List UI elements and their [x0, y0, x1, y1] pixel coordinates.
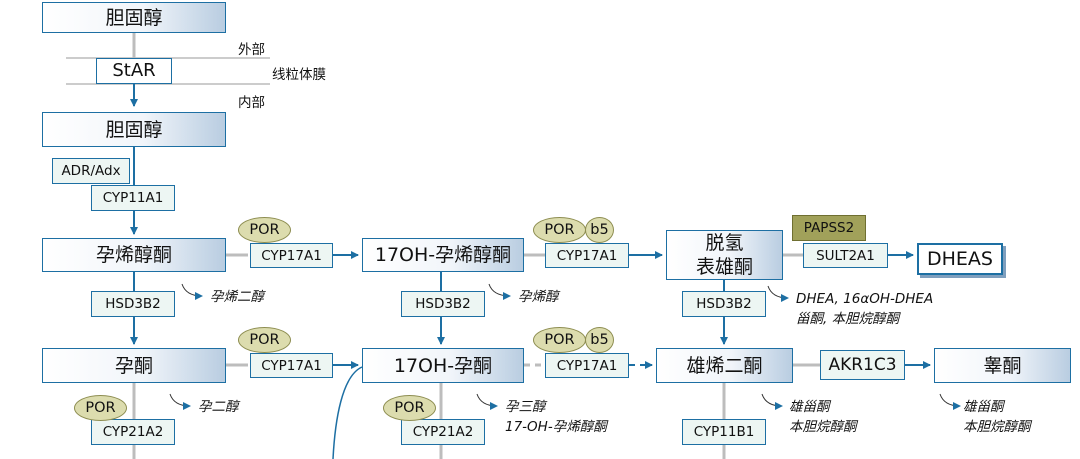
- androstenedione-node: 雄烯二酮: [656, 348, 793, 383]
- cyp21a2-label-1: CYP21A2: [102, 424, 164, 440]
- hsd3b2-label-2: HSD3B2: [415, 296, 471, 312]
- note-pregnanetriol: 孕三醇 17-OH-孕烯醇酮: [505, 399, 607, 435]
- akr1c3-box: AKR1C3: [820, 350, 905, 380]
- cholesterol-label: 胆固醇: [105, 118, 163, 141]
- hsd3b2-label-1: HSD3B2: [105, 296, 161, 312]
- oh-pregnenolone-node: 17OH-孕烯醇酮: [362, 238, 524, 272]
- pointer-testo-metab: [939, 393, 961, 410]
- por-label-4: POR: [544, 332, 575, 348]
- b5-ellipse-2: b5: [585, 327, 614, 353]
- por-ellipse-6: POR: [383, 395, 436, 421]
- cyp11b1-label: CYP11B1: [693, 424, 755, 440]
- note-pregnenetriol: 孕烯醇: [518, 289, 559, 305]
- b5-ellipse-1: b5: [585, 217, 614, 243]
- cholesterol-top-node: 胆固醇: [42, 2, 226, 33]
- por-ellipse-5: POR: [74, 395, 127, 421]
- por-label-1: POR: [249, 222, 280, 238]
- b5-label-1: b5: [590, 222, 609, 238]
- progesterone-node: 孕酮: [42, 348, 226, 383]
- cyp17a1-label-2: CYP17A1: [556, 247, 618, 264]
- dhea-node: 脱氢 表雄酮: [666, 230, 783, 280]
- dheas-label: DHEAS: [927, 248, 993, 270]
- por-ellipse-2: POR: [533, 217, 586, 243]
- hsd3b2-box-1: HSD3B2: [91, 291, 175, 317]
- hsd3b2-label-3: HSD3B2: [696, 296, 752, 312]
- pointer-pregnenetriol: [488, 283, 511, 300]
- cyp17a1-label-1: CYP17A1: [261, 247, 322, 264]
- oh-progesterone-label: 17OH-孕酮: [393, 354, 493, 377]
- por-label-5: POR: [85, 400, 116, 416]
- pregnenolone-node: 孕烯醇酮: [42, 238, 226, 272]
- cyp17a1-label-3: CYP17A1: [261, 357, 322, 374]
- cholesterol-top-label: 胆固醇: [105, 6, 163, 29]
- oh-progesterone-node: 17OH-孕酮: [362, 348, 524, 383]
- por-label-3: POR: [249, 332, 280, 348]
- cyp21a2-box-2: CYP21A2: [401, 419, 485, 445]
- adr-adx-label: ADR/Adx: [61, 163, 121, 179]
- cyp21a2-box-1: CYP21A2: [91, 419, 175, 445]
- cyp21a2-label-2: CYP21A2: [412, 424, 474, 440]
- por-ellipse-3: POR: [238, 327, 291, 353]
- androstenedione-label: 雄烯二酮: [686, 354, 763, 377]
- star-box: StAR: [96, 58, 172, 84]
- membrane-inner-label: 内部: [238, 95, 265, 111]
- testosterone-node: 睾酮: [934, 348, 1071, 383]
- sult2a1-label: SULT2A1: [816, 247, 875, 264]
- curve-branch: [332, 366, 363, 459]
- cyp17a1-box-2: CYP17A1: [545, 243, 629, 268]
- progesterone-label: 孕酮: [114, 354, 153, 377]
- papss2-box: PAPSS2: [792, 215, 866, 241]
- oh-pregnenolone-label: 17OH-孕烯醇酮: [374, 244, 512, 266]
- cholesterol-node: 胆固醇: [42, 112, 226, 147]
- hsd3b2-box-2: HSD3B2: [401, 291, 485, 317]
- star-label: StAR: [112, 60, 156, 81]
- por-ellipse-1: POR: [238, 217, 291, 243]
- por-label-6: POR: [394, 400, 425, 416]
- dheas-node: DHEAS: [917, 243, 1003, 275]
- adr-adx-box: ADR/Adx: [52, 158, 130, 184]
- pointer-pregnanediol: [169, 393, 191, 410]
- b5-label-2: b5: [590, 332, 609, 348]
- note-pregnenediol: 孕烯二醇: [210, 289, 264, 305]
- pregnenolone-label: 孕烯醇酮: [95, 244, 172, 266]
- note-andro-metab: 雄甾酮 本胆烷醇酮: [789, 399, 857, 435]
- pointer-andro-metab: [761, 393, 783, 410]
- cyp11a1-label: CYP11A1: [102, 190, 164, 206]
- pointer-pregnenediol: [181, 283, 203, 300]
- note-testo-metab: 雄甾酮 本胆烷醇酮: [963, 399, 1031, 435]
- por-ellipse-4: POR: [533, 327, 586, 353]
- por-label-2: POR: [544, 222, 575, 238]
- dhea-label: 脱氢 表雄酮: [695, 232, 753, 278]
- hsd3b2-box-3: HSD3B2: [682, 291, 766, 317]
- papss2-label: PAPSS2: [803, 220, 855, 236]
- cyp11b1-box: CYP11B1: [682, 419, 766, 445]
- cyp17a1-box-1: CYP17A1: [250, 243, 333, 268]
- akr1c3-label: AKR1C3: [828, 355, 897, 375]
- pointer-dhea-metab: [767, 285, 789, 302]
- membrane-outer-label: 外部: [238, 42, 265, 58]
- cyp17a1-label-4: CYP17A1: [556, 357, 618, 374]
- membrane-mito-label: 线粒体膜: [272, 67, 326, 83]
- sult2a1-box: SULT2A1: [803, 243, 888, 268]
- cyp11a1-box: CYP11A1: [91, 185, 175, 211]
- note-dhea-metab: DHEA, 16αOH-DHEA 甾酮, 本胆烷醇酮: [796, 291, 934, 327]
- note-pregnanediol: 孕二醇: [198, 399, 239, 415]
- testosterone-label: 睾酮: [983, 354, 1022, 377]
- cyp17a1-box-3: CYP17A1: [250, 353, 333, 378]
- cyp17a1-box-4: CYP17A1: [545, 353, 629, 378]
- pointer-pregnanetriol: [476, 393, 498, 410]
